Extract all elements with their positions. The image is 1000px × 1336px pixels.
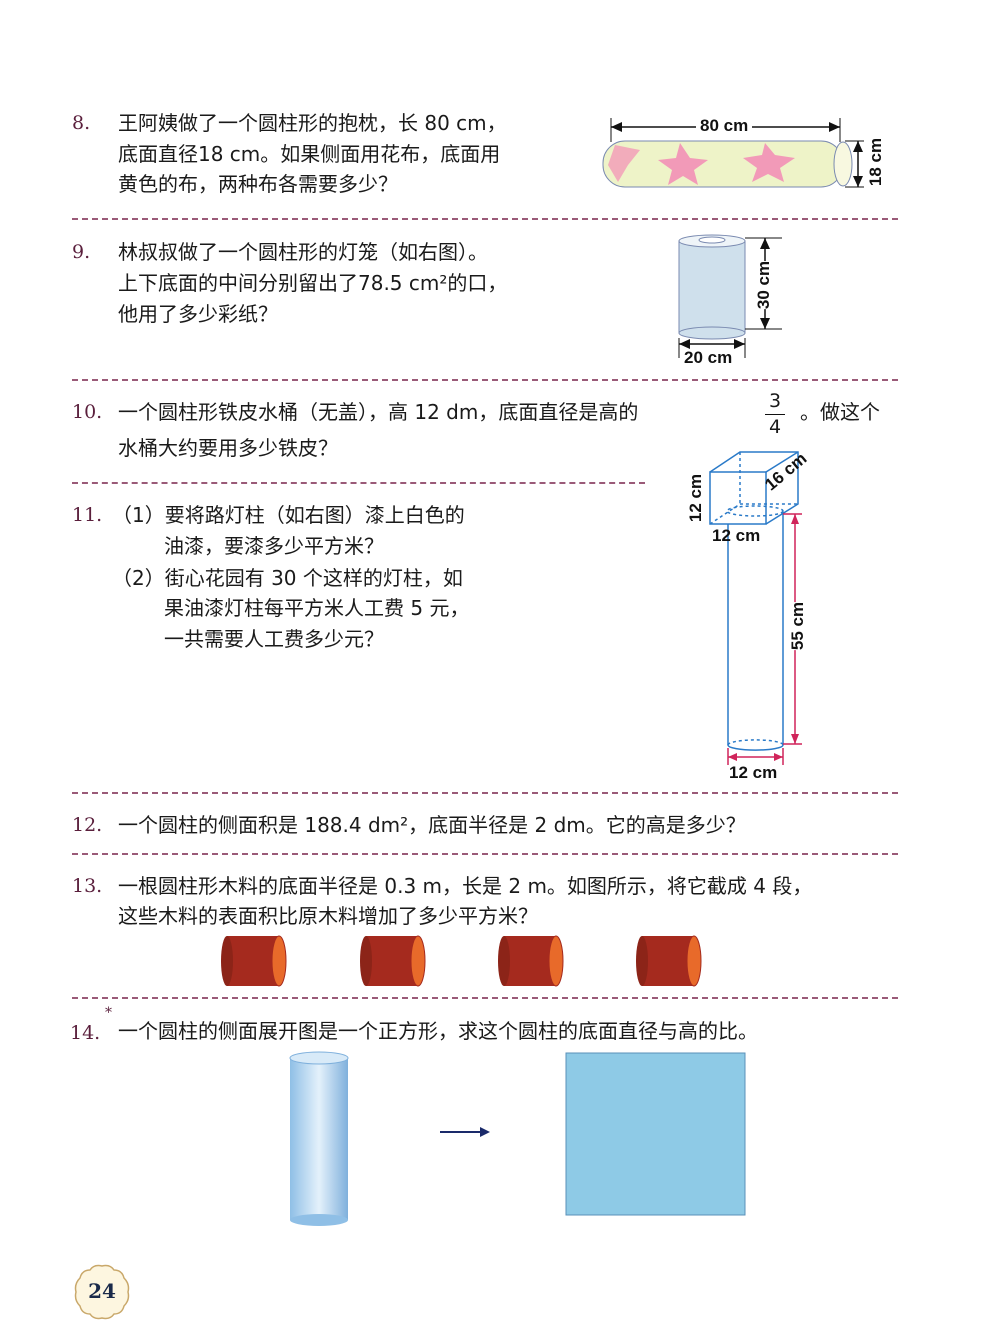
page-number-badge: 24 xyxy=(72,1264,132,1320)
wood-logs-figure xyxy=(221,935,702,987)
scalloped-badge-icon xyxy=(74,1264,130,1320)
problem-number: 12. xyxy=(72,814,103,836)
fraction-bar xyxy=(765,414,785,415)
problem-number: 13. xyxy=(72,875,103,897)
problem-text: 油漆，要漆多少平方米？ xyxy=(164,534,384,558)
cylinder-net-figure xyxy=(289,1051,746,1226)
problem-text: 林叔叔做了一个圆柱形的灯笼（如右图）。 xyxy=(118,240,488,264)
problem-number: 8. xyxy=(72,112,91,134)
challenge-star: * xyxy=(105,1005,112,1021)
fraction-denominator: 4 xyxy=(768,416,782,438)
problem-text: 这些木料的表面积比原木料增加了多少平方米？ xyxy=(118,904,538,928)
problem-number: 11. xyxy=(72,504,103,526)
problem-text: 水桶大约要用多少铁皮？ xyxy=(118,436,338,460)
problem-text: 黄色的布，两种布各需要多少？ xyxy=(118,172,398,196)
problem-text: 一个圆柱形铁皮水桶（无盖），高 12 dm，底面直径是高的 xyxy=(118,400,639,424)
pillow-figure xyxy=(602,118,864,188)
divider xyxy=(72,379,898,381)
diameter-label: 20 cm xyxy=(684,348,733,367)
divider xyxy=(72,997,898,999)
post-height-label: 55 cm xyxy=(788,601,809,651)
height-label: 30 cm xyxy=(754,260,775,310)
problem-text: （1）要将路灯柱（如右图）漆上白色的 xyxy=(112,503,465,527)
problem-text: 一个圆柱的侧面积是 188.4 dm²，底面半径是 2 dm。它的高是多少？ xyxy=(118,813,746,837)
diameter-label: 18 cm xyxy=(866,137,886,187)
problem-number: 14. xyxy=(70,1022,101,1044)
post-diameter-label: 12 cm xyxy=(729,763,778,782)
divider xyxy=(72,792,898,794)
problem-text: （2）街心花园有 30 个这样的灯柱，如 xyxy=(112,566,463,590)
problem-text: 一个圆柱的侧面展开图是一个正方形，求这个圆柱的底面直径与高的比。 xyxy=(118,1019,758,1043)
divider xyxy=(72,482,645,484)
page-number: 24 xyxy=(88,1279,116,1303)
lamp-post-figure xyxy=(709,451,802,765)
problem-text: 一共需要人工费多少元？ xyxy=(164,627,384,651)
problem-text: 王阿姨做了一个圆柱形的抱枕，长 80 cm， xyxy=(118,111,507,135)
problem-text: 一根圆柱形木料的底面半径是 0.3 m，长是 2 m。如图所示，将它截成 4 段… xyxy=(118,874,813,898)
problem-text: 底面直径18 cm。如果侧面用花布，底面用 xyxy=(118,142,501,166)
box-height-label: 12 cm xyxy=(686,473,706,523)
problem-text: 上下底面的中间分别留出了78.5 cm²的口， xyxy=(118,271,508,295)
problem-number: 9. xyxy=(72,241,91,263)
problem-text: 。做这个 xyxy=(800,400,880,424)
problem-number: 10. xyxy=(72,401,103,423)
problem-text: 果油漆灯柱每平方米人工费 5 元， xyxy=(164,596,470,620)
fraction-numerator: 3 xyxy=(768,390,782,412)
divider xyxy=(72,218,898,220)
box-width-label: 12 cm xyxy=(712,526,761,545)
problem-text: 他用了多少彩纸？ xyxy=(118,302,278,326)
length-label: 80 cm xyxy=(696,116,753,136)
divider xyxy=(72,853,898,855)
